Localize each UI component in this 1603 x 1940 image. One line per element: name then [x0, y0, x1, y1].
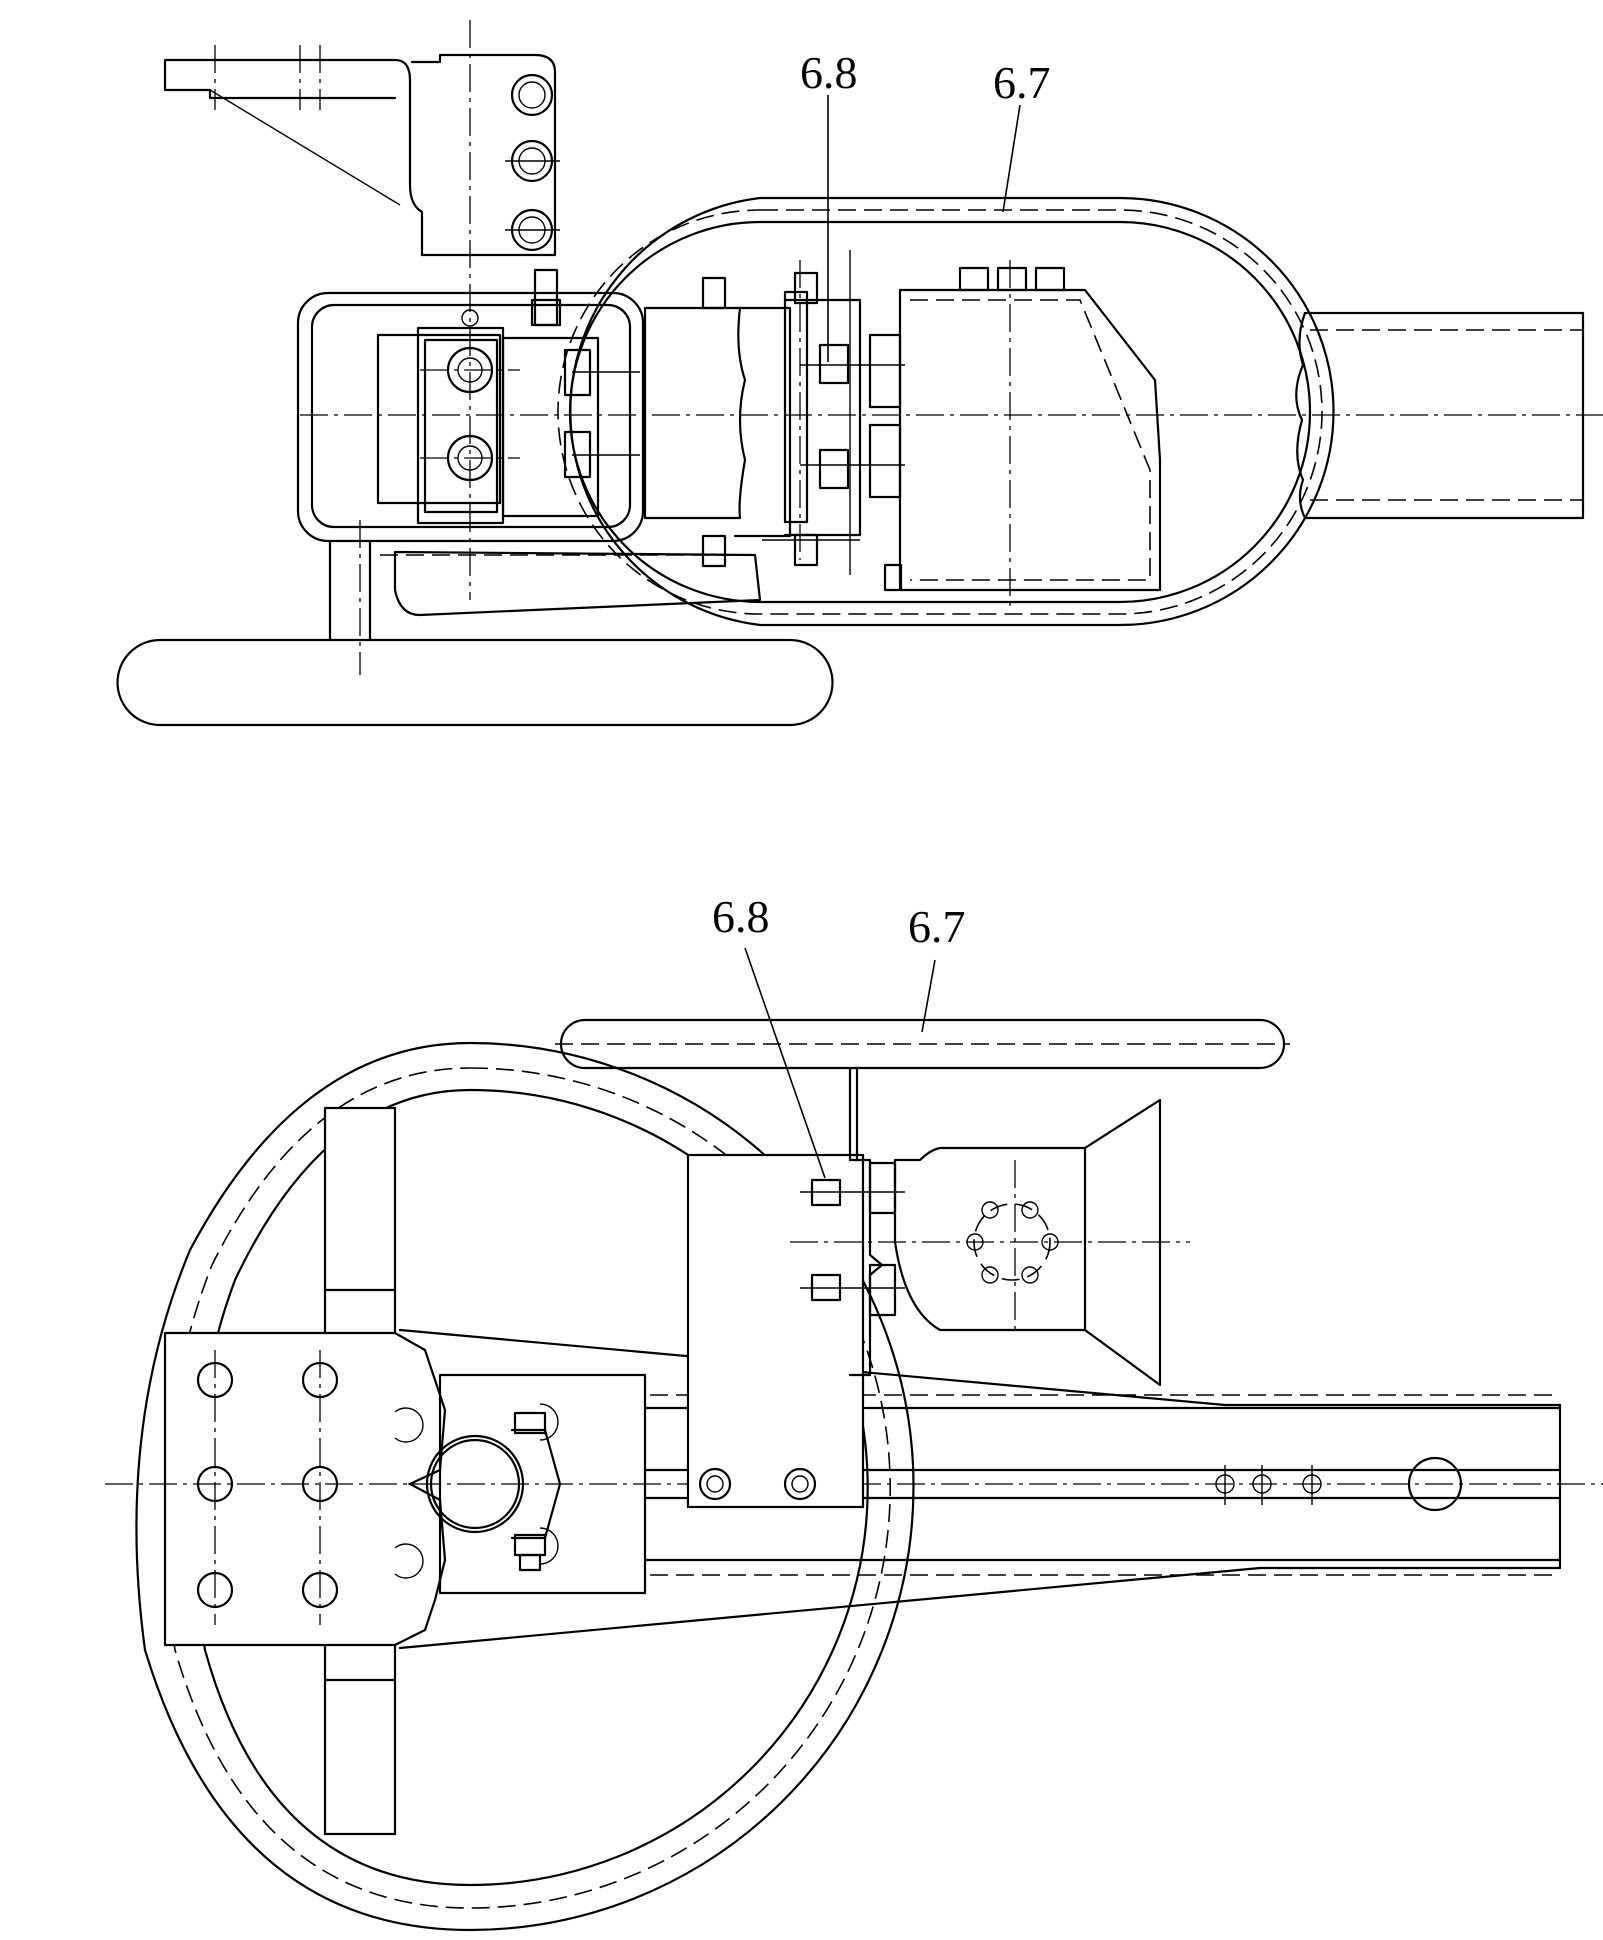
mounting-arm [163, 20, 560, 600]
skid-top [116, 520, 834, 727]
motor-housing-top [883, 260, 1162, 610]
sliding-block [686, 1066, 865, 1509]
label-6-7-top: 6.7 [993, 57, 1051, 108]
leader-6-8-bottom [744, 947, 826, 1179]
label-6-8-top: 6.8 [800, 47, 858, 98]
shaft-top [1295, 311, 1585, 520]
top-view: 6.8 6.7 [116, 20, 1603, 727]
label-6-7-bottom: 6.7 [908, 901, 966, 952]
handle-bar-bottom [555, 1018, 1290, 1070]
leader-6-7-top [1002, 104, 1021, 213]
tapered-arm [398, 1328, 1562, 1650]
motor-cone [893, 1098, 1162, 1387]
handle-loop-top [557, 196, 1335, 627]
bottom-view: 6.8 6.7 [105, 891, 1603, 1932]
centre-clamp [425, 1373, 647, 1595]
bracket-6-8-top [643, 250, 905, 575]
leader-6-7-bottom [921, 959, 936, 1033]
label-6-8-bottom: 6.8 [712, 891, 770, 942]
clamp-body [296, 268, 1603, 543]
